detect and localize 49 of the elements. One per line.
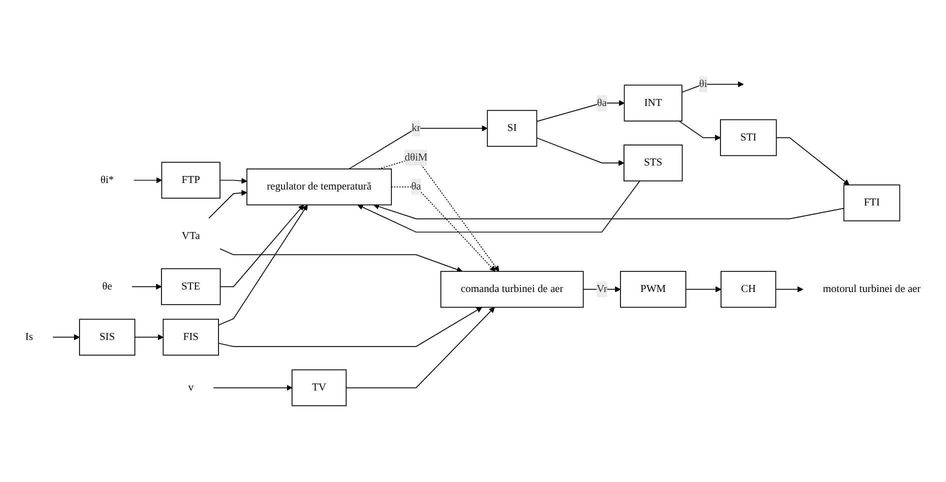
block-box: FTP [161,162,220,199]
arrow [685,286,722,292]
arrow [348,125,488,170]
block-box: STS [624,144,683,182]
block-box: TV [292,369,347,406]
arrow [357,180,640,233]
block-box: FIS [162,318,219,356]
arrow [52,334,80,340]
arrow [776,137,850,186]
edge-label: θa [411,178,421,195]
arrow [213,384,292,391]
arrow [218,307,482,347]
block-box: comanda turbinei de aer [440,270,584,308]
arrow [775,286,804,292]
arrow [346,307,495,388]
block-box: regulator de temperatură [246,168,392,206]
arrow [536,100,625,122]
arrow [208,190,248,219]
block-box: SI [486,110,538,147]
signal-label: θe [102,280,112,292]
block-box: INT [624,84,682,122]
edge-label: dθiM [404,150,428,166]
signal-label: VTa [182,230,200,242]
arrow [218,204,308,326]
edge-label: θi [699,76,708,92]
arrow [134,334,164,340]
block-box: STE [161,268,221,306]
signal-label: v [188,382,194,394]
arrow [682,81,744,93]
arrow [132,284,162,290]
arrow [536,137,624,166]
arrow [678,120,721,141]
arrow [220,178,248,184]
edge-label: Vr [596,281,608,298]
signal-label: θi* [100,174,114,186]
block-box: CH [720,270,776,308]
arrow [220,204,304,288]
arrow [219,248,462,272]
block-box: STI [720,119,777,156]
signal-label: motorul turbinei de aer [822,283,921,295]
edge-label: kr [412,120,421,136]
arrow [390,186,496,272]
signal-label: Is [25,331,33,342]
arrow [133,177,162,184]
block-box: PWM [620,270,686,308]
arrow [373,204,844,220]
block-box: SIS [79,318,136,356]
block-box: FTI [843,184,900,222]
edge-label: θa [596,95,607,112]
